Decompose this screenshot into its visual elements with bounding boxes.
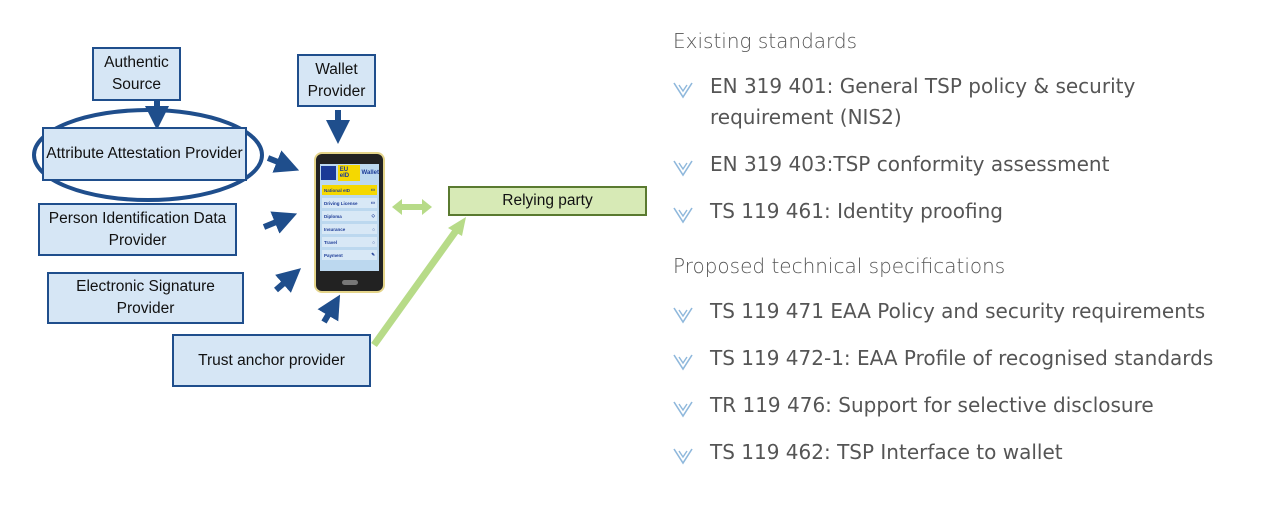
- esig-provider-box: Electronic Signature Provider: [47, 272, 244, 324]
- standard-text: TS 119 461: Identity proofing: [710, 199, 1003, 223]
- check-chevron-icon: [673, 343, 710, 380]
- attribute-attestation-provider-box: Attribute Attestation Provider: [42, 127, 247, 181]
- arrow-trust: [317, 294, 341, 324]
- label: Wallet Provider: [307, 60, 366, 100]
- phone-item: Travel○: [322, 237, 377, 247]
- label: Authentic Source: [104, 54, 169, 93]
- pid-provider-box: Person Identification Data Provider: [38, 203, 237, 256]
- existing-standards-title: Existing standards: [673, 29, 858, 53]
- standard-text: EN 319 403:TSP conformity assessment: [710, 152, 1110, 176]
- phone-item: Diploma◇: [322, 211, 377, 221]
- phone-item: Insurance○: [322, 224, 377, 234]
- label: Electronic Signature Provider: [76, 278, 215, 317]
- standard-text: TS 119 462: TSP Interface to wallet: [710, 440, 1063, 464]
- wallet-label: Wallet: [361, 170, 379, 176]
- label: Relying party: [502, 192, 593, 209]
- standard-text: EN 319 401: General TSP policy & securit…: [710, 74, 1136, 129]
- phone-item: Payment✎: [322, 250, 377, 260]
- standard-item: TS 119 462: TSP Interface to wallet: [673, 437, 1253, 474]
- eu-flag-icon: [321, 166, 336, 180]
- check-chevron-icon: [673, 196, 710, 233]
- standard-item: TS 119 472-1: EAA Profile of recognised …: [673, 343, 1253, 380]
- highlight-ellipse: [32, 108, 264, 202]
- arrow-esig: [274, 268, 302, 293]
- double-arrow-phone-relying: [392, 199, 432, 215]
- arrow-aap: [266, 150, 300, 173]
- trust-anchor-box: Trust anchor provider: [172, 334, 371, 387]
- standard-text: TS 119 472-1: EAA Profile of recognised …: [710, 346, 1214, 370]
- check-chevron-icon: [673, 390, 710, 427]
- check-chevron-icon: [673, 71, 710, 133]
- standard-item: EN 319 403:TSP conformity assessment: [673, 149, 1253, 186]
- standard-item: TS 119 471 EAA Policy and security requi…: [673, 296, 1253, 333]
- arrow-pid: [262, 211, 298, 234]
- arrow-trust-to-relying: [371, 217, 466, 348]
- check-chevron-icon: [673, 437, 710, 474]
- standard-item: TS 119 461: Identity proofing: [673, 196, 1253, 233]
- phone-item: Driving License▭: [322, 198, 377, 208]
- standard-text: TR 119 476: Support for selective disclo…: [710, 393, 1154, 417]
- phone-item: National eID▭: [322, 185, 377, 195]
- proposed-specs-title: Proposed technical specifications: [673, 254, 1006, 278]
- home-button: [341, 280, 358, 285]
- standard-item: EN 319 401: General TSP policy & securit…: [673, 71, 1253, 133]
- standard-text: TS 119 471 EAA Policy and security requi…: [710, 299, 1206, 323]
- relying-party-box: Relying party: [448, 186, 647, 216]
- label: Person Identification Data Provider: [48, 209, 227, 249]
- authentic-source-box: Authentic Source: [92, 47, 181, 101]
- standard-item: TR 119 476: Support for selective disclo…: [673, 390, 1253, 427]
- eu-eid-label: EU eID: [337, 165, 360, 181]
- wallet-provider-box: Wallet Provider: [297, 54, 376, 107]
- check-chevron-icon: [673, 296, 710, 333]
- check-chevron-icon: [673, 149, 710, 186]
- label: Trust anchor provider: [198, 351, 345, 369]
- label: Attribute Attestation Provider: [46, 145, 243, 162]
